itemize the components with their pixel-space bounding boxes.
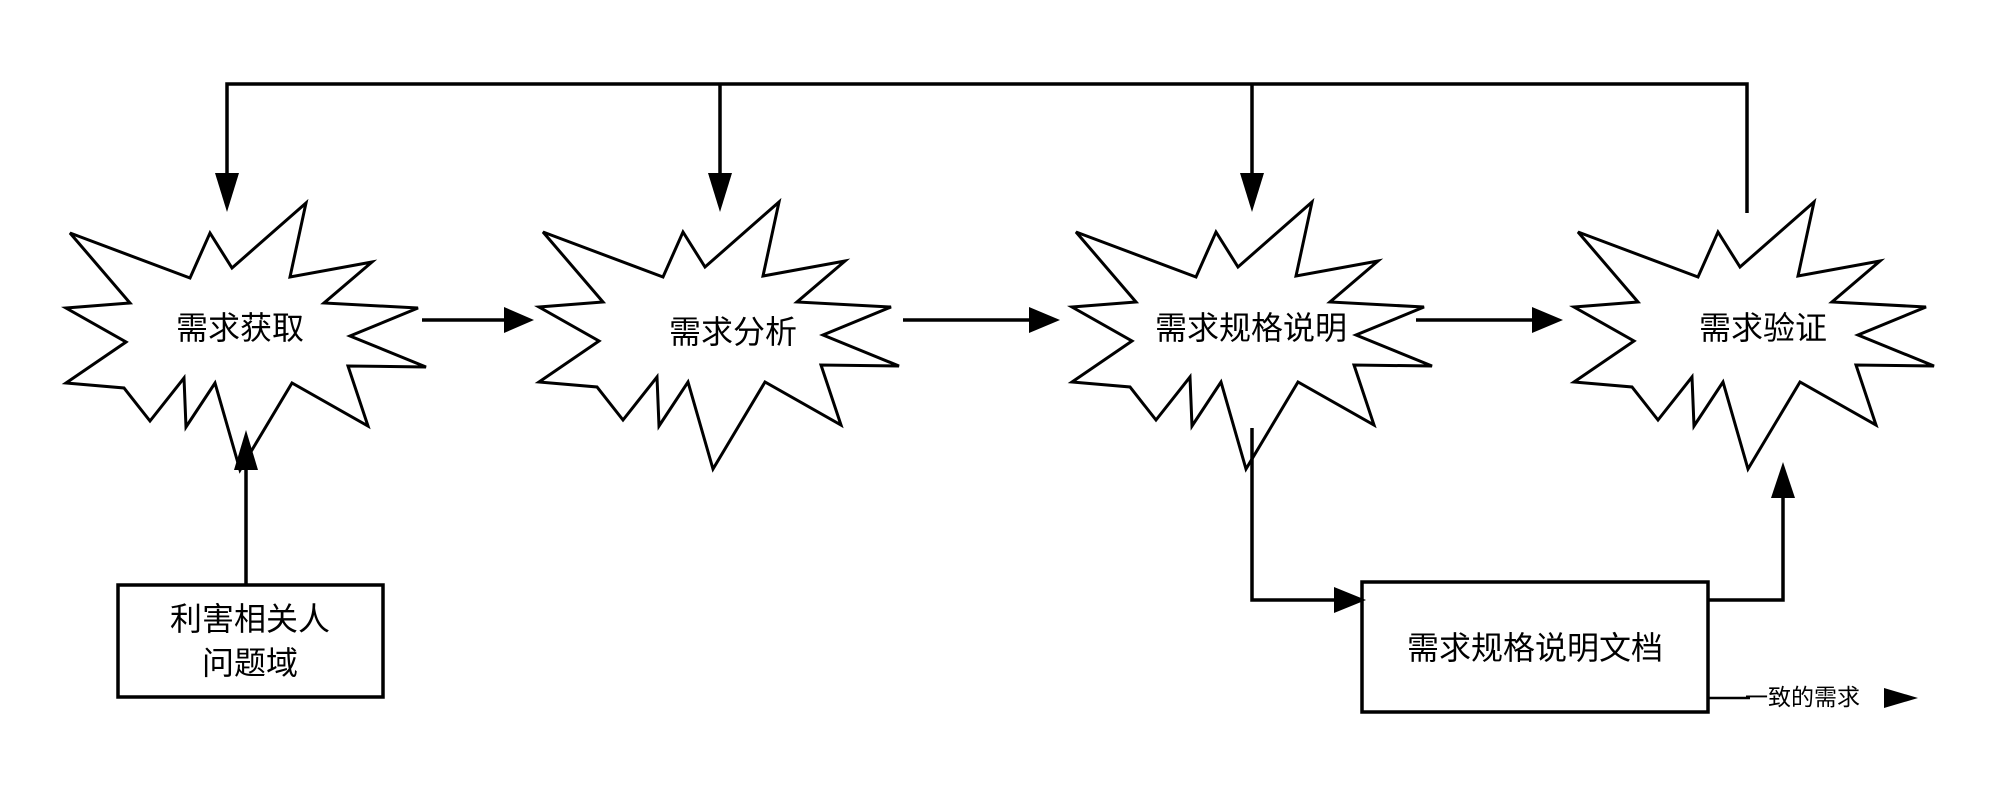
process-specification: 需求规格说明 [1066, 197, 1433, 473]
arrowhead [1334, 587, 1366, 613]
arrow-document-to-validation [1708, 488, 1785, 602]
process-elicitation: 需求获取 [60, 198, 427, 474]
flow-arrows [422, 307, 1563, 333]
process-label: 需求获取 [176, 309, 304, 347]
process-validation: 需求验证 [1568, 197, 1935, 473]
burst-shape [60, 198, 427, 474]
process-label: 需求验证 [1699, 309, 1827, 347]
spec-document: 需求规格说明文档 [1250, 428, 1795, 714]
process-analysis: 需求分析 [533, 197, 900, 473]
burst-shape [1568, 197, 1935, 473]
feedback-loop [215, 82, 1749, 213]
arrowhead-to-elicitation [215, 173, 239, 212]
arrow-specification-to-document [1250, 428, 1340, 602]
stakeholders-label-line2: 问题域 [202, 644, 298, 682]
arrowhead [1771, 462, 1795, 498]
output-arrowhead [1884, 688, 1918, 708]
arrowhead-to-analysis [708, 173, 732, 212]
arrowhead [504, 307, 534, 333]
process-label: 需求规格说明 [1155, 309, 1347, 347]
process-label: 需求分析 [669, 313, 797, 351]
spec-document-label: 需求规格说明文档 [1407, 629, 1663, 667]
output-label: 一致的需求 [1745, 685, 1860, 711]
arrowhead [1029, 307, 1060, 333]
output-consistent-requirements: 一致的需求 [1708, 685, 1918, 711]
burst-shape [1066, 197, 1433, 473]
burst-shape [533, 197, 900, 473]
spec-document-box [1360, 580, 1710, 714]
feedback-line [225, 82, 1749, 213]
stakeholders-box [116, 583, 385, 699]
stakeholders-label-line1: 利害相关人 [170, 600, 330, 638]
input-stakeholders: 利害相关人 问题域 [116, 430, 385, 699]
arrowhead [1532, 307, 1563, 333]
arrowhead-to-specification [1240, 173, 1264, 212]
arrowhead [234, 430, 258, 470]
